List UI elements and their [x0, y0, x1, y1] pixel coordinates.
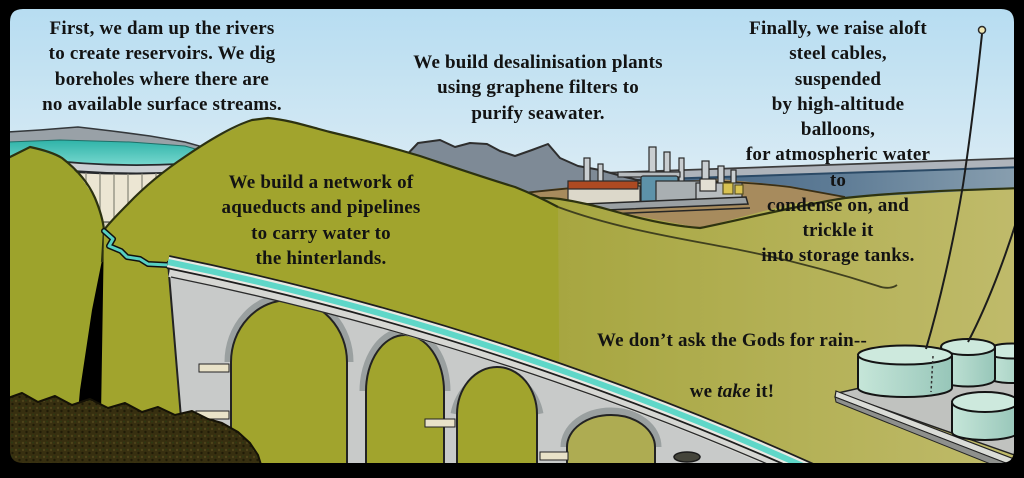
- caption-desalination: We build desalinisation plants using gra…: [413, 52, 663, 124]
- slogan-line1: We don’t ask the Gods for rain--: [597, 330, 867, 352]
- slogan-we: we: [689, 380, 718, 402]
- caption-slogan: We don’t ask the Gods for rain-- we take…: [597, 303, 867, 404]
- water-channel: [166, 255, 815, 478]
- mountain-stream: [101, 228, 171, 268]
- slogan-take: take: [717, 380, 751, 402]
- caption-dams: First, we dam up the rivers to create re…: [42, 18, 282, 115]
- scrub-thicket: [7, 392, 263, 469]
- aqueduct-viaduct: [166, 255, 818, 478]
- hill-contour-line: [557, 206, 898, 289]
- caption-aqueducts: We build a network of aqueducts and pipe…: [221, 172, 421, 269]
- slogan-it: it!: [750, 380, 775, 402]
- bush: [673, 451, 701, 463]
- balloon-icon: [977, 25, 987, 35]
- caption-balloons: Finally, we raise aloft steel cables, su…: [745, 18, 931, 267]
